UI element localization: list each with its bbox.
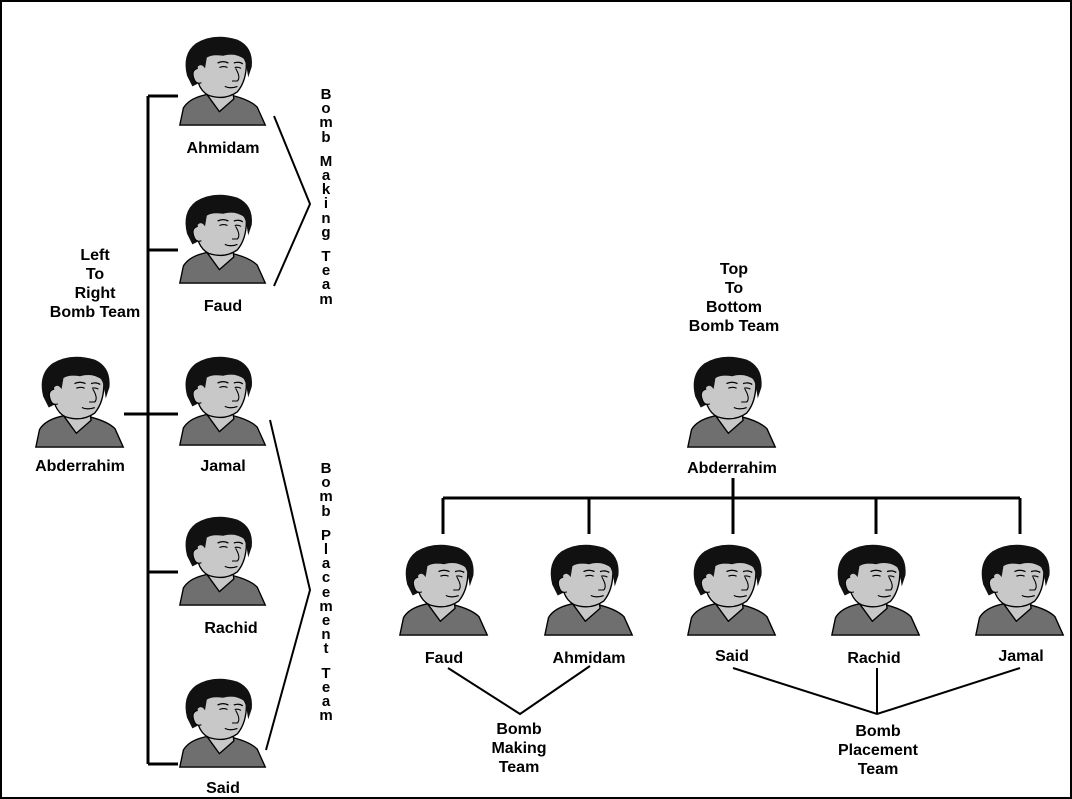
stacked-letter: l — [323, 541, 329, 559]
team-label-line: Team — [498, 759, 540, 776]
stacked-letter: o — [321, 474, 331, 492]
stacked-letter: g — [321, 223, 331, 241]
title-line: Bottom — [706, 299, 762, 316]
stacked-letter: i — [323, 195, 329, 213]
stacked-letter: m — [319, 114, 333, 132]
title-line: To — [724, 280, 744, 297]
stacked-letter: P — [320, 526, 331, 544]
stacked-letter: T — [321, 664, 331, 682]
team-label-line: Making — [491, 740, 547, 757]
right-team-brackets — [447, 665, 1021, 716]
stacked-letter: n — [321, 209, 331, 227]
stacked-letter: B — [320, 86, 332, 103]
team-label-line: Bomb — [496, 721, 542, 738]
title-line: Bomb Team — [688, 318, 780, 335]
title-line: To — [85, 266, 105, 283]
right-member-name: Ahmidam — [552, 650, 626, 667]
stacked-letter: t — [323, 640, 329, 658]
stacked-letter: m — [319, 488, 333, 506]
stacked-letter: m — [319, 290, 333, 308]
left-diagram-title: Left To Right Bomb Team — [30, 246, 160, 322]
stacked-letter: a — [321, 167, 331, 185]
title-line: Left — [80, 247, 110, 264]
stacked-letter: T — [321, 248, 331, 266]
right-member-name: Jamal — [998, 648, 1044, 665]
left-team-brackets — [265, 115, 312, 751]
left-member-name: Ahmidam — [186, 140, 260, 157]
stacked-letter: b — [321, 502, 331, 520]
stacked-letter: c — [321, 569, 331, 587]
stacked-letter: a — [321, 555, 331, 573]
team-label-line: Placement — [837, 742, 919, 759]
right-member-name: Faud — [424, 650, 464, 667]
team-label-line: Bomb — [855, 723, 901, 740]
left-tree-connectors — [124, 94, 178, 766]
left-member-name: Faud — [203, 298, 243, 315]
stacked-letter: m — [319, 707, 333, 725]
stacked-letter: e — [321, 262, 331, 280]
stacked-letter: b — [321, 128, 331, 146]
left-leader-name: Abderrahim — [35, 458, 125, 475]
right-placement-team-label: Bomb Placement Team — [813, 722, 943, 779]
right-tree-connectors — [441, 478, 1022, 534]
stacked-letter: M — [319, 152, 333, 170]
stacked-letter: B — [320, 460, 332, 477]
stacked-letter: e — [321, 612, 331, 630]
right-member-name: Said — [715, 648, 749, 665]
right-making-team-label: Bomb Making Team — [454, 720, 584, 777]
left-member-name: Said — [206, 780, 240, 797]
stacked-letter: o — [321, 100, 331, 118]
stacked-letter: n — [321, 626, 331, 644]
title-line: Right — [74, 285, 116, 302]
right-diagram-title: Top To Bottom Bomb Team — [669, 260, 799, 336]
stacked-letter: e — [321, 583, 331, 601]
title-line: Bomb Team — [49, 304, 141, 321]
left-member-name: Rachid — [204, 620, 258, 637]
stacked-letter: a — [321, 693, 331, 711]
right-member-name: Rachid — [847, 650, 901, 667]
stacked-letter: k — [321, 181, 331, 199]
team-label-line: Team — [857, 761, 899, 778]
stacked-letter: m — [319, 597, 333, 615]
right-leader-name: Abderrahim — [687, 460, 777, 477]
title-line: Top — [719, 261, 749, 278]
stacked-letter: e — [321, 678, 331, 696]
left-member-name: Jamal — [200, 458, 246, 475]
stacked-letter: a — [321, 276, 331, 294]
